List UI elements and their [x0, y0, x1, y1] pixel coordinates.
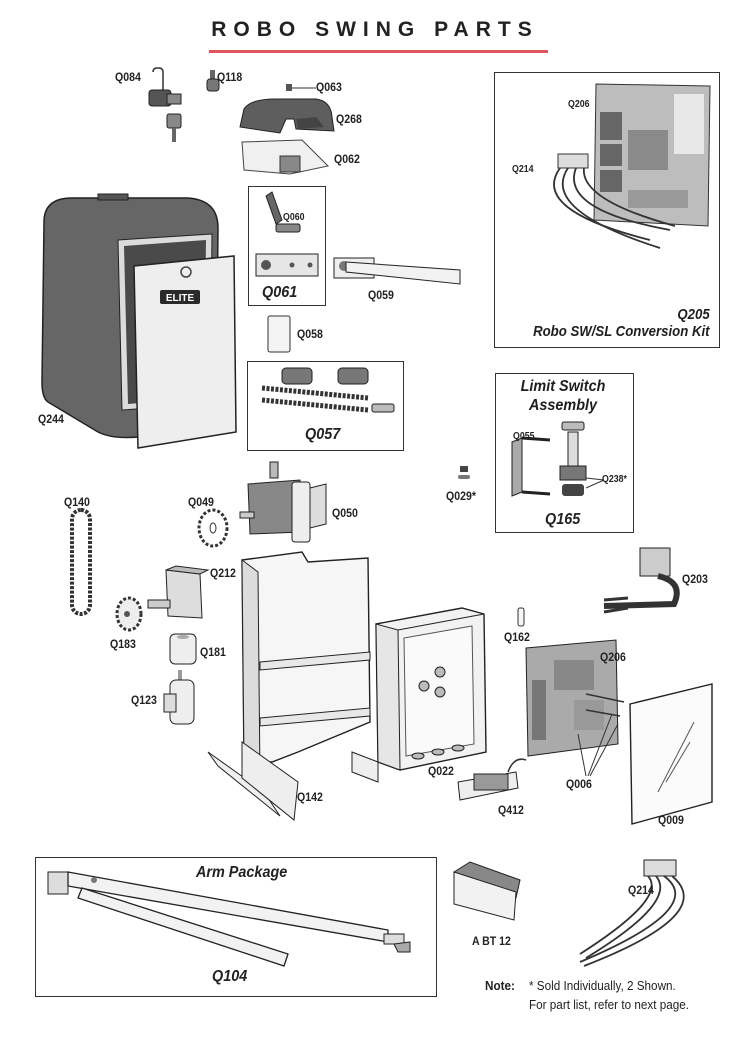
- microswitch-illustration: [458, 466, 470, 479]
- arm-package-title: Arm Package: [196, 864, 288, 881]
- part-label-q268: Q268: [336, 112, 362, 126]
- clear-cover-illustration: [629, 683, 713, 825]
- part-label-q063: Q063: [316, 80, 342, 94]
- part-label-q181: Q181: [200, 645, 226, 659]
- housing-illustration: ELITE: [41, 193, 237, 449]
- part-label-q244: Q244: [38, 412, 64, 426]
- kit-label-q206: Q206: [568, 99, 590, 110]
- battery-illustration: [452, 861, 521, 921]
- limit-switch-title-line2: Assembly: [528, 397, 598, 414]
- part-label-q062: Q062: [334, 152, 360, 166]
- spacer-illustration: [267, 315, 291, 353]
- part-label-q203: Q203: [682, 572, 708, 586]
- part-label-q214-bottom: Q214: [628, 883, 654, 897]
- kit-label-q214: Q214: [512, 164, 534, 175]
- part-label-abt12: A BT 12: [472, 934, 511, 948]
- arm-package-box: [35, 857, 437, 997]
- part-label-q059: Q059: [368, 288, 394, 302]
- kit-name: Robo SW/SL Conversion Kit: [533, 323, 710, 340]
- wire-harness-bottom-illustration: [579, 859, 685, 967]
- mounting-frame-illustration: [207, 551, 379, 821]
- note-line-2: For part list, refer to next page.: [529, 997, 689, 1012]
- screw-illustration: [286, 84, 316, 91]
- part-label-q412: Q412: [498, 803, 524, 817]
- note-label: Note:: [485, 978, 515, 993]
- part-label-q142: Q142: [297, 790, 323, 804]
- reducer-illustration: [147, 565, 210, 619]
- limit-switch-title-line1: Limit Switch: [520, 378, 606, 395]
- wire-harness-illustration: [553, 153, 676, 249]
- part-label-q006: Q006: [566, 777, 592, 791]
- note-line-1: * Sold Individually, 2 Shown.: [529, 978, 676, 993]
- note-title: Note:: [485, 978, 515, 993]
- q238-leader-lines: [585, 477, 605, 489]
- control-box-illustration: [375, 607, 487, 771]
- release-lever-illustration: [265, 191, 301, 233]
- kit-number-q205: Q205: [677, 306, 710, 323]
- key-illustration: [206, 70, 220, 92]
- main-board-illustration: [525, 639, 625, 757]
- part-label-q050: Q050: [332, 506, 358, 520]
- sprocket-chain-kit-illustration: [261, 367, 395, 413]
- part-label-q029: Q029*: [446, 489, 476, 503]
- control-board-illustration: [593, 83, 711, 227]
- q061-group-box: [248, 186, 326, 306]
- elite-logo: ELITE: [166, 293, 195, 304]
- part-label-q212: Q212: [210, 566, 236, 580]
- part-label-q022: Q022: [428, 764, 454, 778]
- motor-illustration: [163, 670, 195, 725]
- part-label-q061: Q061: [262, 284, 298, 301]
- part-label-q206-board: Q206: [600, 650, 626, 664]
- arm-package-illustration: [47, 871, 411, 967]
- part-label-q104: Q104: [212, 968, 248, 985]
- part-label-q165: Q165: [545, 511, 581, 528]
- small-sprocket-illustration: [115, 596, 143, 632]
- drive-chain-illustration: [70, 508, 92, 616]
- sprocket-illustration: [197, 508, 229, 548]
- lever-bracket-illustration: [255, 253, 319, 277]
- q057-group-box: [247, 361, 404, 451]
- part-label-q118: Q118: [217, 70, 243, 84]
- cam-lock-illustration: [148, 67, 182, 142]
- part-label-q162: Q162: [504, 630, 530, 644]
- q205-kit-box: [494, 72, 720, 348]
- part-label-q238: Q238*: [602, 474, 627, 485]
- part-label-q009: Q009: [658, 813, 684, 827]
- page-title: ROBO SWING PARTS: [211, 18, 539, 41]
- release-arm-illustration: [333, 257, 461, 285]
- part-label-q183: Q183: [110, 637, 136, 651]
- gearbox-illustration: [239, 461, 327, 543]
- part-label-q057: Q057: [305, 426, 341, 443]
- connector-strip-illustration: [603, 547, 680, 614]
- title-underline: [209, 50, 548, 53]
- coupler-illustration: [169, 633, 197, 665]
- part-label-q058: Q058: [297, 327, 323, 341]
- part-label-q049: Q049: [188, 495, 214, 509]
- fuse-illustration: [517, 607, 525, 627]
- part-label-q123: Q123: [131, 693, 157, 707]
- part-label-q055: Q055: [513, 431, 535, 442]
- q006-leader-lines: [577, 713, 619, 777]
- sensor-board-illustration: [457, 758, 527, 801]
- part-label-q084: Q084: [115, 70, 141, 84]
- limit-switch-box: [495, 373, 634, 533]
- limit-switch-illustration: [511, 421, 587, 497]
- cover-plate-illustration: [241, 139, 330, 175]
- part-label-q140: Q140: [64, 495, 90, 509]
- part-label-q060: Q060: [283, 212, 305, 223]
- top-cover-illustration: [239, 98, 335, 134]
